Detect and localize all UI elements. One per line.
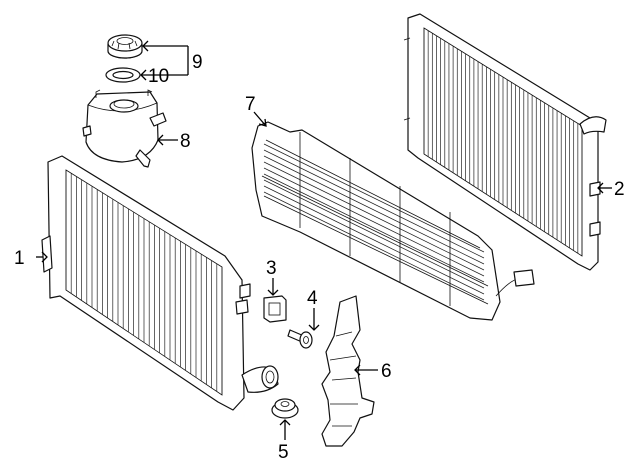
bolt: [287, 329, 313, 349]
cap-seal-ring: [105, 67, 141, 83]
callout-9: 9: [192, 52, 203, 73]
radiator: [403, 13, 607, 271]
mounting-bracket: [263, 295, 287, 323]
callout-5: 5: [278, 442, 289, 463]
expansion-tank: [82, 89, 167, 168]
callout-4: 4: [307, 288, 318, 309]
intercooler: [41, 155, 279, 411]
callout-1: 1: [14, 248, 25, 269]
grommet: [271, 398, 299, 419]
callout-8: 8: [180, 131, 191, 152]
callout-7: 7: [245, 94, 256, 115]
callout-3: 3: [266, 258, 277, 279]
air-shutter-assembly: [251, 121, 535, 321]
callout-6: 6: [381, 361, 392, 382]
callout-2: 2: [614, 179, 625, 200]
callout-10: 10: [148, 66, 169, 87]
air-guide: [321, 295, 375, 447]
leader-lines: [36, 40, 612, 440]
reservoir-cap: [107, 34, 143, 59]
